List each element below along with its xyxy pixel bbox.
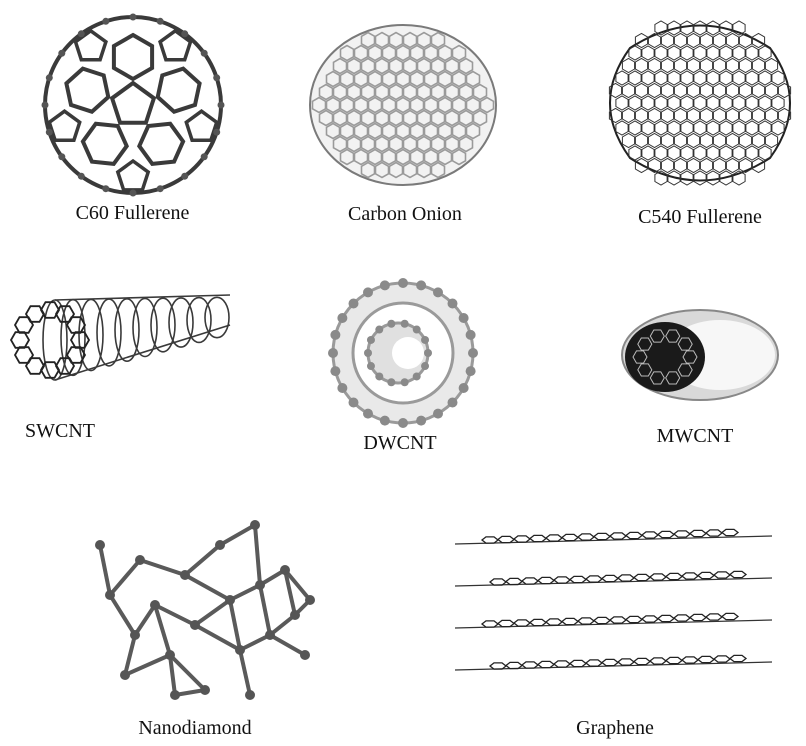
dwcnt-label: DWCNT [325,432,475,455]
dwcnt-icon [325,278,485,428]
nanodiamond-icon [80,505,345,710]
graphene-panel: Graphene [450,512,780,746]
c540-fullerene-label: C540 Fullerene [590,206,806,229]
nanodiamond-panel: Nanodiamond [80,505,345,746]
mwcnt-icon [610,295,780,415]
swcnt-panel: SWCNT [5,275,245,450]
carbon-onion-label: Carbon Onion [300,203,510,226]
carbon-onion-icon [300,20,510,190]
mwcnt-label: MWCNT [610,425,780,448]
mwcnt-panel: MWCNT [610,295,800,455]
c60-fullerene-icon [25,10,240,195]
c60-fullerene-panel: C60 Fullerene [25,10,240,235]
carbon-onion-panel: Carbon Onion [300,20,510,235]
nanodiamond-label: Nanodiamond [100,717,290,740]
c540-fullerene-icon [600,8,800,198]
graphene-label: Graphene [510,717,720,740]
dwcnt-panel: DWCNT [325,278,485,460]
swcnt-icon [5,275,245,415]
c540-fullerene-panel: C540 Fullerene [600,8,800,243]
graphene-icon [450,512,780,697]
swcnt-label: SWCNT [5,420,115,443]
c60-fullerene-label: C60 Fullerene [25,202,240,225]
